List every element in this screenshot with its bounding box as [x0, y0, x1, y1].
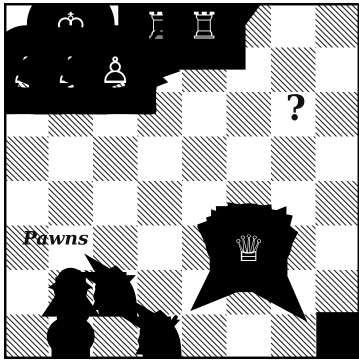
light-square — [93, 92, 138, 137]
dark-square — [93, 226, 138, 271]
dark-square — [316, 92, 359, 137]
piece-white-e8[interactable]: ♖ — [188, 5, 221, 48]
piece-white-a7[interactable]: ♙ — [10, 49, 43, 92]
white-rook-icon: ♖ — [188, 5, 221, 48]
white-pawn-icon: ♙ — [99, 49, 132, 92]
light-square — [4, 181, 49, 226]
piece-white-f3[interactable]: ♕ — [232, 227, 265, 270]
light-square — [227, 137, 272, 182]
light-square — [227, 315, 272, 360]
white-pawn-icon: ♙ — [54, 49, 87, 92]
light-square — [182, 270, 227, 315]
white-queen-icon: ♕ — [232, 227, 265, 270]
piece-white-c7[interactable]: ♙ — [99, 49, 132, 92]
light-square — [93, 3, 138, 48]
black-rook-icon: ♜ — [321, 316, 354, 359]
light-square — [271, 181, 316, 226]
light-square — [138, 48, 183, 93]
dark-square — [227, 270, 272, 315]
light-square — [4, 270, 49, 315]
dark-square — [138, 270, 183, 315]
dark-square — [316, 270, 359, 315]
light-square — [182, 181, 227, 226]
light-square — [49, 137, 94, 182]
dark-square — [182, 137, 227, 182]
light-square — [271, 270, 316, 315]
dark-square — [93, 315, 138, 360]
dark-square — [49, 92, 94, 137]
dark-square — [93, 137, 138, 182]
pawns-label: Pawns — [22, 228, 89, 250]
dark-square — [138, 92, 183, 137]
piece-black-c2[interactable]: ♞ — [99, 272, 132, 315]
light-square — [93, 181, 138, 226]
dark-square — [182, 226, 227, 271]
piece-white-d8[interactable]: ♖ — [143, 5, 176, 48]
light-square — [4, 3, 49, 48]
light-square — [316, 48, 359, 93]
dark-square — [316, 181, 359, 226]
dark-square — [182, 315, 227, 360]
piece-black-b2[interactable]: ♝ — [54, 272, 87, 315]
dark-square — [227, 92, 272, 137]
white-king-icon: ♔ — [54, 5, 87, 48]
dark-square — [271, 226, 316, 271]
light-square — [227, 48, 272, 93]
piece-black-b1[interactable]: ♚ — [54, 316, 87, 359]
white-pawn-icon: ♙ — [10, 49, 43, 92]
light-square — [138, 226, 183, 271]
dark-square — [271, 315, 316, 360]
dark-square — [182, 48, 227, 93]
light-square — [271, 3, 316, 48]
question-mark-annotation: ? — [286, 88, 306, 129]
dark-square — [138, 181, 183, 226]
piece-black-h1[interactable]: ♜ — [321, 316, 354, 359]
dark-square — [271, 48, 316, 93]
black-knight-icon: ♞ — [99, 272, 132, 315]
light-square — [316, 137, 359, 182]
dark-square — [271, 137, 316, 182]
dark-square — [227, 3, 272, 48]
dark-square — [316, 3, 359, 48]
light-square — [4, 92, 49, 137]
light-square — [182, 92, 227, 137]
piece-black-d1[interactable]: ♞ — [143, 316, 176, 359]
light-square — [138, 137, 183, 182]
piece-white-b8[interactable]: ♔ — [54, 5, 87, 48]
light-square — [316, 226, 359, 271]
dark-square — [49, 181, 94, 226]
dark-square — [4, 137, 49, 182]
piece-white-b7[interactable]: ♙ — [54, 49, 87, 92]
chess-board: Pawns ? ♔ ♖ ♖ ♙ ♙ ♙ ♕ ♝ ♞ ♚ ♞ ♜ — [4, 3, 359, 359]
dark-square — [227, 181, 272, 226]
dark-square — [4, 315, 49, 360]
